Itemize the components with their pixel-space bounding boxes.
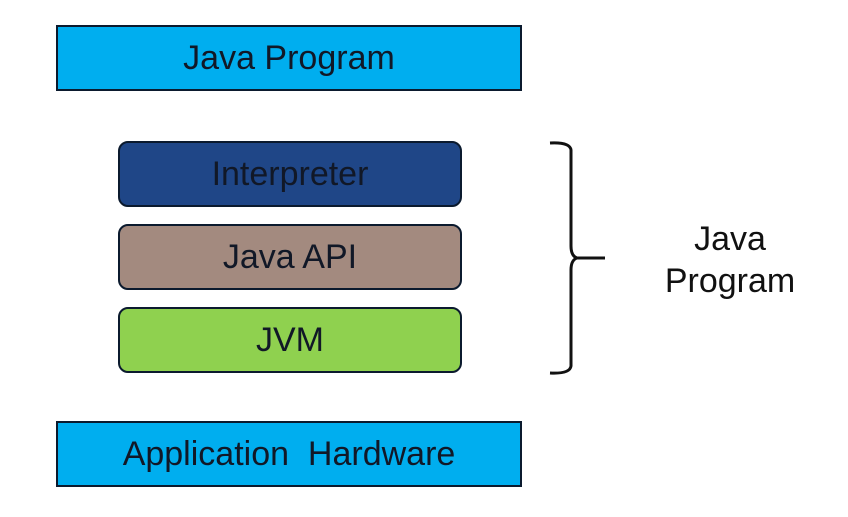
java-program-label: Java Program bbox=[183, 38, 395, 77]
interpreter-layer: Interpreter bbox=[118, 141, 462, 207]
java-api-layer: Java API bbox=[118, 224, 462, 290]
curly-brace-icon bbox=[549, 141, 605, 375]
bracket-label: Java Program bbox=[630, 218, 830, 302]
application-hardware-label: Application Hardware bbox=[122, 434, 456, 473]
jvm-label: JVM bbox=[256, 320, 324, 359]
interpreter-label: Interpreter bbox=[211, 154, 369, 193]
bracket-label-line2: Program bbox=[664, 262, 796, 300]
application-hardware-box: Application Hardware bbox=[56, 421, 522, 487]
jvm-layer: JVM bbox=[118, 307, 462, 373]
java-program-box: Java Program bbox=[56, 25, 522, 91]
java-api-label: Java API bbox=[222, 237, 358, 276]
bracket-label-line1: Java bbox=[694, 220, 766, 258]
